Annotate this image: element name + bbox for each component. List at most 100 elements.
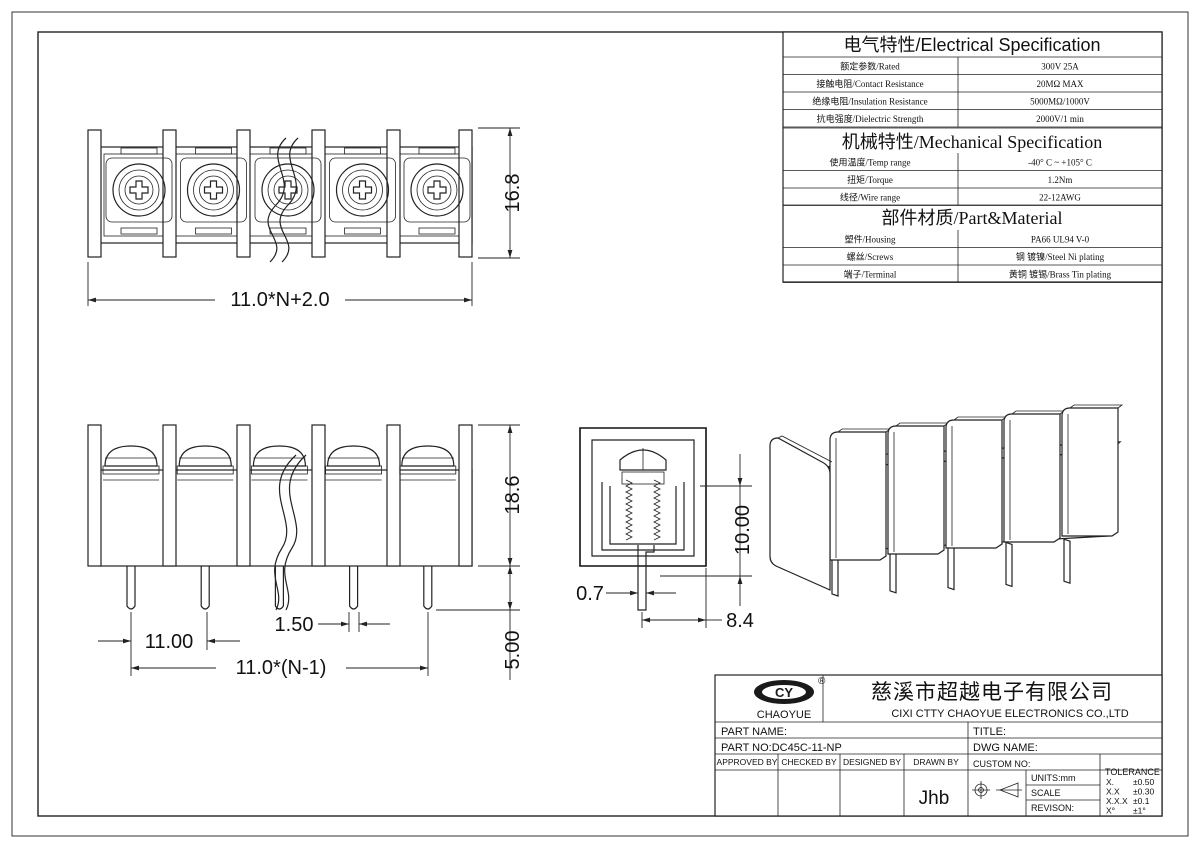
dim-top-height: 16.8 (502, 174, 524, 213)
spec-row-label: 额定参数/Rated (840, 61, 900, 72)
iso-pin (1005, 541, 1013, 588)
spec-row-value: 22-12AWG (1039, 193, 1081, 203)
isometric-view (769, 404, 1124, 597)
drawn-by-label: DRAWN BY (913, 757, 959, 767)
tolerance-value: ±0.30 (1133, 787, 1154, 797)
logo-mark: CY (775, 685, 793, 700)
screw-head (335, 163, 390, 217)
spec-row-value: 5000MΩ/1000V (1030, 97, 1090, 107)
spec-row-value: 黄铜 镀锡/Brass Tin plating (1009, 269, 1112, 280)
screw-head (401, 445, 455, 467)
part-name-label: PART NAME: (721, 726, 787, 738)
spec-row-value: 1.2Nm (1048, 175, 1073, 185)
barrier (162, 129, 177, 258)
iso-pin (889, 547, 897, 594)
spec-row-value: 300V 25A (1041, 62, 1079, 72)
tolerance-key: X.X (1106, 787, 1120, 797)
spec-row-value: 2000V/1 min (1036, 114, 1084, 124)
iso-barrier (1003, 413, 1061, 543)
dim-pin-length: 5.00 (502, 631, 524, 670)
spec-row-label: 使用温度/Temp range (829, 157, 910, 168)
company-en: CIXI CTTY CHAOYUE ELECTRONICS CO.,LTD (891, 708, 1128, 720)
tolerance-key: X. (1106, 777, 1114, 787)
iso-barrier (945, 419, 1003, 549)
spec-row-label: 线径/Wire range (840, 192, 900, 203)
spec-row-value: -40° C ~ +105° C (1028, 158, 1092, 168)
iso-barrier (1061, 407, 1119, 537)
barrier (386, 129, 401, 258)
tolerance-key: X° (1106, 806, 1115, 816)
spec-row-label: 螺丝/Screws (847, 251, 894, 262)
screw-head (178, 445, 232, 467)
part-no-label: PART NO:DC45C-11-NP (721, 742, 842, 754)
brand-name: CHAOYUE (757, 709, 811, 721)
projection-symbol-icon (972, 781, 1022, 799)
title-label: TITLE: (973, 726, 1006, 738)
title-block: CY ® CHAOYUE 慈溪市超越电子有限公司 CIXI CTTY CHAOY… (714, 674, 1163, 817)
barrier (311, 424, 326, 567)
dim-side-offset: 8.4 (726, 610, 754, 632)
spec-row-label: 端子/Terminal (844, 269, 897, 280)
outer-frame (11, 11, 1189, 837)
screw-head (112, 163, 166, 217)
spec-mechanical-title: 机械特性/Mechanical Specification (842, 132, 1102, 152)
tolerance-value: ±0.1 (1133, 796, 1150, 806)
iso-pin (1063, 538, 1071, 585)
spec-row-label: 抗电强度/Dielectric Strength (817, 113, 924, 124)
screw-head (410, 163, 464, 217)
chaoyue-logo: CY ® (754, 676, 826, 704)
scale-label: SCALE (1031, 788, 1061, 798)
company-cn: 慈溪市超越电子有限公司 (871, 681, 1113, 704)
dim-pitch-total: 11.0*(N-1) (236, 657, 327, 679)
spec-row-value: 钢 镀镍/Steel Ni plating (1016, 251, 1105, 262)
dim-side-pin: 0.7 (576, 583, 604, 605)
revision-label: REVISON: (1031, 803, 1074, 813)
dwg-name-label: DWG NAME: (973, 742, 1038, 754)
spec-row-label: 绝缘电阻/Insulation Resistance (812, 96, 927, 107)
side-view: 10.00 0.7 8.4 (576, 427, 754, 632)
inner-frame (37, 31, 1163, 817)
tolerance-key: X.X.X (1106, 796, 1128, 806)
screw-head (186, 163, 241, 217)
iso-barrier (829, 431, 887, 561)
dim-pitch: 11.00 (145, 631, 194, 653)
custom-no-label: CUSTOM NO: (973, 759, 1030, 769)
spec-material-title: 部件材质/Part&Material (882, 208, 1063, 228)
designed-by-label: DESIGNED BY (843, 757, 901, 767)
spec-row-label: 扭矩/Torque (847, 174, 893, 185)
pin (423, 566, 433, 610)
dim-pin-width: 1.50 (275, 614, 314, 636)
top-view: 16.8 11.0*N+2.0 (87, 127, 524, 311)
logo-registered: ® (818, 676, 826, 687)
dim-front-height: 18.6 (502, 476, 524, 515)
barrier (458, 129, 473, 258)
spec-row-label: 接触电阻/Contact Resistance (816, 78, 923, 89)
spec-table: 电气特性/Electrical Specification 机械特性/Mecha… (782, 31, 1163, 283)
barrier (87, 129, 102, 258)
approved-by-label: APPROVED BY (717, 757, 778, 767)
screw-head (261, 163, 315, 217)
front-view: 18.6 5.00 11.00 1.50 11.0*(N-1) (87, 424, 524, 680)
screw-head (326, 445, 381, 467)
spec-row-value: PA66 UL94 V-0 (1031, 235, 1090, 245)
pin (274, 566, 284, 610)
barrier (311, 129, 326, 258)
barrier (386, 424, 401, 567)
barrier (236, 424, 251, 567)
barrier (458, 424, 473, 567)
barrier (87, 424, 102, 567)
pin (126, 566, 136, 610)
drawn-by-value: Jhb (919, 788, 950, 809)
tolerance-value: ±0.50 (1133, 777, 1154, 787)
iso-pin (947, 544, 955, 591)
pin (349, 566, 359, 610)
checked-by-label: CHECKED BY (781, 757, 837, 767)
spec-row-value: 20MΩ MAX (1037, 79, 1084, 89)
tolerance-title: TOLERANCE (1105, 767, 1160, 777)
spec-row-label: 塑件/Housing (844, 234, 896, 245)
barrier (162, 424, 177, 567)
spec-electrical-title: 电气特性/Electrical Specification (843, 35, 1100, 55)
dim-side-height: 10.00 (732, 505, 754, 555)
screw-head (104, 445, 158, 467)
